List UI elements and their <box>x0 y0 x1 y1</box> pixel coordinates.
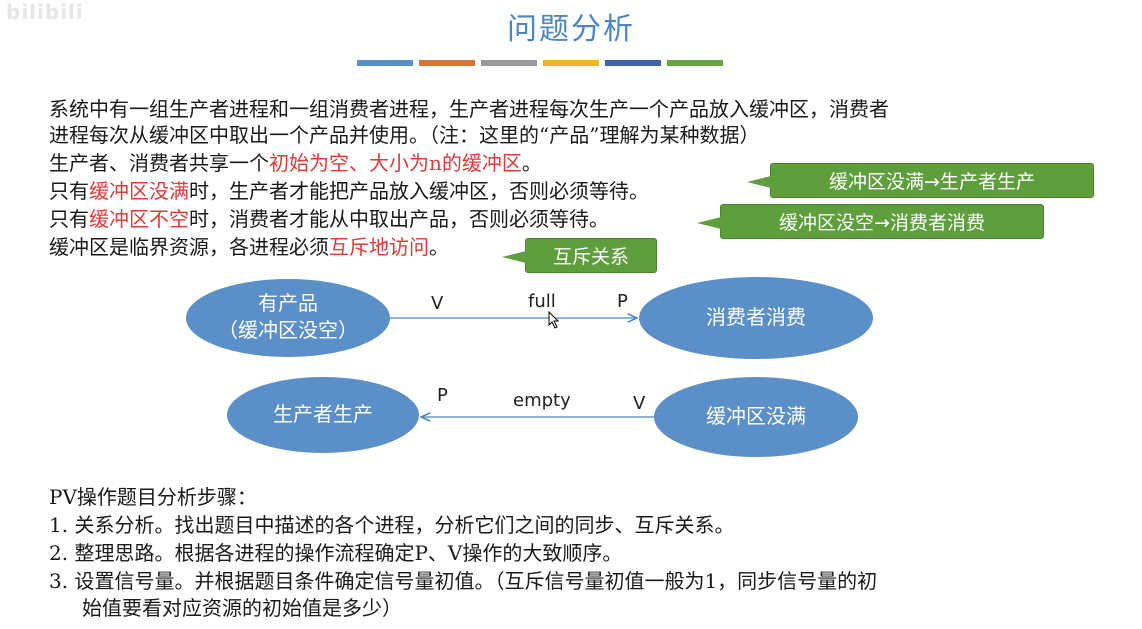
edge-full-label: full <box>528 291 556 312</box>
node-has-product-line2: （缓冲区没空） <box>218 318 358 342</box>
slide-title: 问题分析 <box>507 12 635 47</box>
callout-producer-text: 缓冲区没满→生产者生产 <box>829 171 1035 193</box>
title-color-bars <box>357 60 723 66</box>
node-buffer-not-full-label: 缓冲区没满 <box>706 404 806 428</box>
steps-heading: PV操作题目分析步骤： <box>49 485 257 509</box>
intro-line-4-highlight: 缓冲区没满 <box>89 179 189 203</box>
color-bar-5 <box>605 60 661 66</box>
mouse-cursor-icon <box>548 311 560 329</box>
intro-line-3-highlight: 初始为空、大小为n的缓冲区 <box>269 151 522 175</box>
step-2: 2. 整理思路。根据各进程的操作流程确定P、V操作的大致顺序。 <box>49 541 623 565</box>
intro-line-4-end: 时，生产者才能把产品放入缓冲区，否则必须等待。 <box>189 179 649 203</box>
callout-mutex: 互斥关系 <box>502 238 657 273</box>
intro-line-6-highlight: 互斥地访问 <box>329 235 429 259</box>
intro-line-2: 进程每次从缓冲区中取出一个产品并使用。（注：这里的“产品”理解为某种数据） <box>49 123 760 147</box>
watermark-logo: bilibili <box>6 0 84 24</box>
node-has-product <box>186 279 390 357</box>
callout-consumer-text: 缓冲区没空→消费者消费 <box>779 212 985 234</box>
node-has-product-line1: 有产品 <box>258 291 318 315</box>
color-bar-4 <box>543 60 599 66</box>
edge-empty-label: empty <box>513 390 571 411</box>
node-producer-label: 生产者生产 <box>273 402 373 426</box>
intro-line-3-end: 。 <box>521 151 542 175</box>
intro-line-4-text: 只有 <box>49 179 89 203</box>
intro-line-5-text: 只有 <box>49 207 89 231</box>
intro-line-4: 只有缓冲区没满时，生产者才能把产品放入缓冲区，否则必须等待。 <box>49 178 649 204</box>
intro-line-1: 系统中有一组生产者进程和一组消费者进程，生产者进程每次生产一个产品放入缓冲区，消… <box>49 97 889 121</box>
node-buffer-not-full <box>654 377 858 457</box>
callout-producer: 缓冲区没满→生产者生产 <box>747 163 1094 198</box>
intro-line-5: 只有缓冲区不空时，消费者才能从中取出产品，否则必须等待。 <box>49 206 609 232</box>
edge-full-p-label: P <box>617 291 628 312</box>
intro-line-5-end: 时，消费者才能从中取出产品，否则必须等待。 <box>189 207 609 231</box>
color-bar-3 <box>481 60 537 66</box>
callout-mutex-text: 互斥关系 <box>552 246 629 268</box>
intro-line-3-text: 生产者、消费者共享一个 <box>49 151 269 175</box>
color-bar-6 <box>667 60 723 66</box>
intro-line-3: 生产者、消费者共享一个初始为空、大小为n的缓冲区。 <box>49 150 542 176</box>
color-bar-1 <box>357 60 413 66</box>
step-3-line-1: 3. 设置信号量。并根据题目条件确定信号量初值。（互斥信号量初值一般为1，同步信… <box>49 569 878 593</box>
node-consumer <box>639 277 873 359</box>
node-producer <box>227 377 419 453</box>
edge-full-v-label: V <box>431 293 444 314</box>
node-has-product-label: 有产品 （缓冲区没空） <box>186 290 390 344</box>
intro-line-6: 缓冲区是临界资源，各进程必须互斥地访问。 <box>49 234 449 260</box>
color-bar-2 <box>419 60 475 66</box>
step-1: 1. 关系分析。找出题目中描述的各个进程，分析它们之间的同步、互斥关系。 <box>49 513 735 537</box>
step-3-line-2: 始值要看对应资源的初始值是多少） <box>82 596 402 620</box>
node-consumer-label: 消费者消费 <box>706 305 806 329</box>
edge-empty-p-label: P <box>437 385 448 406</box>
intro-line-6-end: 。 <box>429 235 449 259</box>
edge-empty-v-label: V <box>633 393 646 414</box>
intro-line-5-highlight: 缓冲区不空 <box>89 207 189 231</box>
intro-line-6-text: 缓冲区是临界资源，各进程必须 <box>49 235 329 259</box>
callout-consumer: 缓冲区没空→消费者消费 <box>697 204 1044 239</box>
